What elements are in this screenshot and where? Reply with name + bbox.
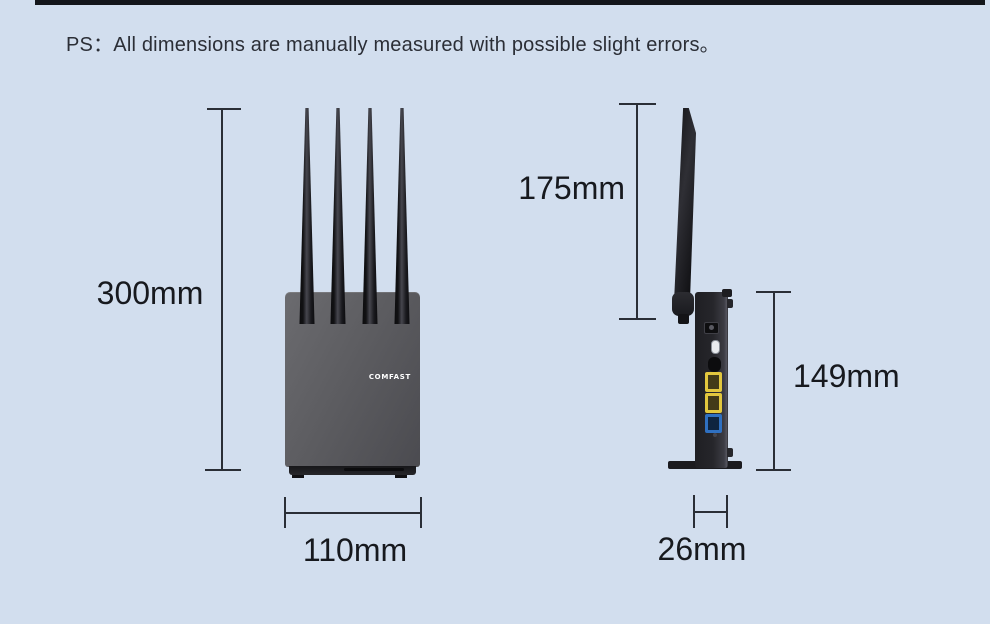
oval-slot [708, 357, 721, 372]
dimension-tick-right [726, 495, 728, 528]
dimension-line [773, 292, 775, 471]
dimension-tick-top [756, 291, 791, 293]
dimension-tick-bottom [619, 318, 656, 320]
dimension-tick-bottom [756, 469, 791, 471]
wan-port [705, 414, 722, 433]
antenna-hinge [672, 292, 694, 324]
disclaimer-note: PS：All dimensions are manually measured … [66, 34, 720, 56]
reset-pinhole [713, 433, 717, 437]
dimension-tick-bottom [205, 469, 241, 471]
dimension-tick-top [207, 108, 241, 110]
antenna-3 [362, 108, 378, 324]
antenna-4 [394, 108, 410, 324]
side-nub-bottom [727, 448, 733, 457]
side-nub-top [727, 299, 733, 308]
antenna-dimension-label: 175mm [518, 170, 625, 206]
dimension-tick-left [284, 497, 286, 528]
dimension-line [221, 109, 223, 471]
mount-tab [722, 289, 732, 297]
brand-logo: COMFAST [368, 373, 411, 381]
router-front-base [289, 466, 416, 478]
height-dimension-label: 300mm [96, 275, 204, 311]
dimension-tick-right [420, 497, 422, 528]
width-dimension-label: 110mm [302, 532, 408, 568]
depth-dimension-label: 26mm [657, 531, 747, 567]
body-dimension-label: 149mm [793, 358, 900, 394]
dimension-line [285, 512, 422, 514]
lan-port-1 [705, 372, 722, 392]
side-antenna [674, 108, 696, 300]
top-divider-bar [35, 0, 985, 5]
lan-port-2 [705, 393, 722, 413]
dimension-line [636, 104, 638, 320]
dimension-line [694, 511, 728, 513]
dimension-tick-top [619, 103, 656, 105]
power-button [704, 322, 719, 334]
antenna-1 [299, 108, 315, 324]
usb-c-port [711, 340, 720, 354]
dimension-tick-left [693, 495, 695, 528]
antenna-2 [330, 108, 346, 324]
